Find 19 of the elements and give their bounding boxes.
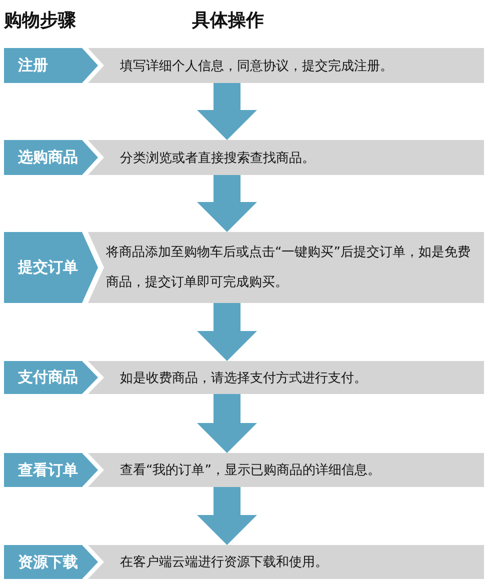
block-arrow (197, 175, 257, 232)
block-arrow (197, 303, 257, 361)
step-label: 查看订单 (4, 453, 98, 487)
step-label: 支付商品 (4, 361, 98, 394)
description-band: 填写详细个人信息，同意协议，提交完成注册。 (88, 48, 484, 83)
column-header: 购物步骤 (4, 9, 76, 32)
step-label: 注册 (4, 48, 98, 83)
description-band: 在客户端云端进行资源下载和使用。 (88, 545, 484, 579)
description-band: 将商品添加至购物车后或点击“一键购买”后提交订单，如是免费商品，提交订单即可完成购买。 (88, 232, 484, 303)
step-label: 选购商品 (4, 140, 98, 175)
description-band: 查看“我的订单”，显示已购商品的详细信息。 (88, 453, 484, 487)
block-arrow (197, 83, 257, 140)
column-header: 具体操作 (192, 9, 264, 32)
block-arrow (197, 487, 257, 545)
step-label: 资源下载 (4, 545, 98, 579)
step-label: 提交订单 (4, 232, 98, 303)
description-band: 如是收费商品，请选择支付方式进行支付。 (88, 361, 484, 394)
block-arrow (197, 394, 257, 453)
description-band: 分类浏览或者直接搜索查找商品。 (88, 140, 484, 175)
